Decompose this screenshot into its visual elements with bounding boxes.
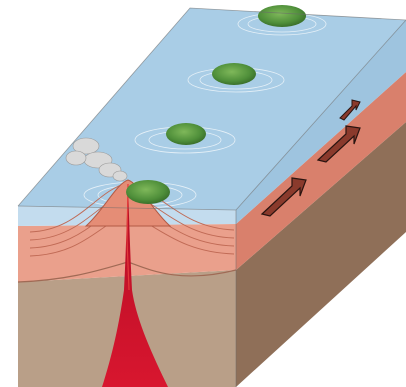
island-2 bbox=[212, 63, 256, 85]
active-volcano-island bbox=[126, 180, 170, 204]
island-3 bbox=[258, 5, 306, 27]
island-1 bbox=[166, 123, 206, 145]
